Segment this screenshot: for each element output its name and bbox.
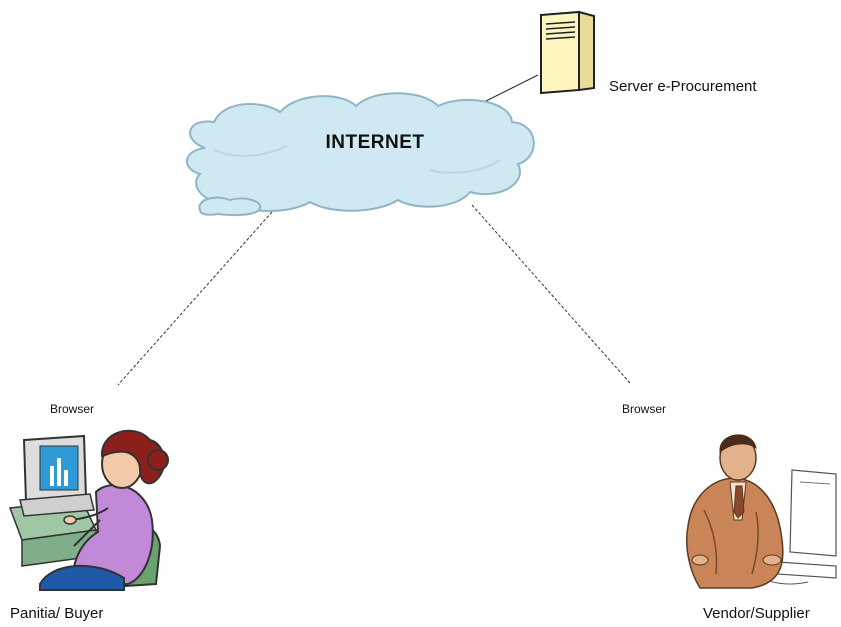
man-at-computer-icon <box>685 434 837 589</box>
buyer-label: Panitia/ Buyer <box>10 605 104 622</box>
server-connection-line <box>485 74 539 102</box>
cloud-icon <box>186 92 535 217</box>
woman-at-computer-icon <box>8 429 169 591</box>
server-icon <box>540 10 595 95</box>
vendor-label: Vendor/Supplier <box>703 605 810 622</box>
vendor-browser-label: Browser <box>622 402 667 416</box>
buyer-connection-line <box>117 211 273 386</box>
vendor-connection-line <box>471 204 631 384</box>
internet-label: INTERNET <box>325 132 425 153</box>
server-label: Server e-Procurement <box>609 78 757 95</box>
buyer-browser-label: Browser <box>50 402 95 416</box>
